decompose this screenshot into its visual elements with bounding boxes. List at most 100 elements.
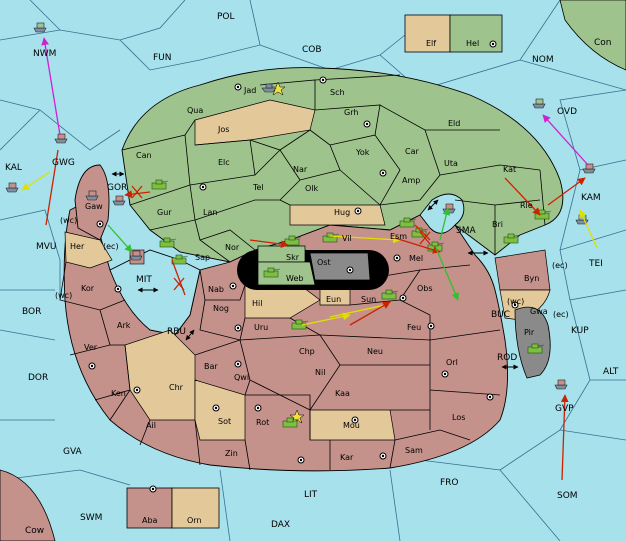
sea-label-wc2: (wc) bbox=[55, 291, 72, 300]
sea-label-con: Con bbox=[594, 38, 612, 48]
prov-label-ver: Ver bbox=[84, 343, 98, 352]
prov-label-bri: Bri bbox=[492, 220, 503, 229]
order-arrows bbox=[21, 37, 598, 481]
sea-label-mvu: MVU bbox=[36, 242, 57, 252]
prov-label-gur: Gur bbox=[157, 208, 172, 217]
prov-label-vil: Vil bbox=[342, 234, 352, 243]
prov-label-uta: Uta bbox=[444, 159, 458, 168]
mit-inner-sea bbox=[109, 249, 201, 336]
prov-label-nor: Nor bbox=[225, 243, 240, 252]
elf-box bbox=[404, 14, 451, 53]
sea-label-wc1: (wc) bbox=[60, 216, 77, 225]
prov-label-her: Her bbox=[70, 242, 85, 251]
prov-label-skr: Skr bbox=[286, 253, 300, 262]
prov-label-rot: Rot bbox=[256, 418, 269, 427]
legend-label-hel: Hel bbox=[466, 39, 479, 48]
prov-label-olk: Olk bbox=[305, 184, 319, 193]
prov-label-chp: Chp bbox=[299, 347, 315, 356]
sea-label-kam: KAM bbox=[581, 193, 601, 203]
prov-label-nog: Nog bbox=[213, 304, 229, 313]
sea-label-tei: TEI bbox=[588, 259, 603, 269]
sea-label-cob: COB bbox=[302, 45, 322, 55]
prov-label-nil: Nil bbox=[315, 368, 325, 377]
prov-label-los: Los bbox=[452, 413, 465, 422]
legend-label-orn: Orn bbox=[187, 516, 202, 525]
prov-label-car: Car bbox=[405, 147, 419, 156]
prov-label-hil: Hil bbox=[252, 299, 262, 308]
her-territory bbox=[64, 231, 113, 269]
prov-label-sap: Sap bbox=[195, 253, 210, 262]
sea-label-buc: BUC bbox=[491, 310, 510, 320]
legend-label-elf: Elf bbox=[426, 39, 436, 48]
sea-label-swm: SWM bbox=[80, 513, 102, 523]
sea-label-cow: Cow bbox=[25, 526, 44, 536]
sea-label-alt: ALT bbox=[603, 367, 619, 377]
sea-label-nwm: NWM bbox=[33, 49, 56, 59]
province-borders bbox=[59, 74, 546, 471]
prov-label-byn: Byn bbox=[524, 274, 539, 283]
connection-arrows bbox=[111, 171, 519, 370]
prov-label-neu: Neu bbox=[367, 347, 383, 356]
sea-label-lit: LIT bbox=[304, 490, 318, 500]
prov-label-sam: Sam bbox=[405, 446, 423, 455]
sea-label-gwg: GWG bbox=[52, 158, 75, 168]
prov-label-kaa: Kaa bbox=[335, 389, 350, 398]
sea-label-wc3: (wc) bbox=[507, 297, 524, 306]
province-labels: Jad Sch Qua Jos Grh Eld Can Elc Nar Yok … bbox=[70, 86, 548, 462]
prov-label-mel: Mel bbox=[409, 254, 423, 263]
prov-label-kor: Kor bbox=[81, 284, 95, 293]
sea-label-fro: FRO bbox=[440, 478, 459, 488]
sea-label-ec3: (ec) bbox=[552, 261, 568, 270]
sea-label-nom: NOM bbox=[532, 55, 554, 65]
prov-label-zin: Zin bbox=[225, 449, 238, 458]
sea-labels: POL FUN COB NOM NWM KAL GWG GOR MVU (wc)… bbox=[5, 12, 619, 536]
sea-label-fun: FUN bbox=[153, 53, 172, 63]
prov-label-tel: Tel bbox=[252, 183, 264, 192]
prov-label-esm: Esm bbox=[390, 232, 407, 241]
prov-label-eun: Eun bbox=[326, 295, 341, 304]
sea-label-mit: MIT bbox=[136, 275, 152, 285]
prov-label-rle: Rle bbox=[520, 201, 533, 210]
sea-label-sma: SMA bbox=[456, 226, 476, 236]
prov-label-chr: Chr bbox=[169, 383, 184, 392]
prov-label-qwi: Qwi bbox=[234, 373, 249, 382]
orn-box bbox=[171, 487, 220, 529]
sea-label-gor: GOR bbox=[107, 183, 127, 193]
prov-label-pir: Pir bbox=[524, 328, 535, 337]
prov-label-gaw: Gaw bbox=[85, 202, 103, 211]
prov-label-ken: Ken bbox=[111, 389, 126, 398]
fleet-units bbox=[5, 22, 596, 390]
prov-label-ark: Ark bbox=[117, 321, 131, 330]
sea-label-ec1: (ec) bbox=[103, 242, 119, 251]
prov-label-kar: Kar bbox=[340, 453, 354, 462]
supply-centers bbox=[88, 40, 519, 493]
prov-label-yok: Yok bbox=[355, 148, 370, 157]
prov-label-uru: Uru bbox=[254, 323, 268, 332]
prov-label-kat: Kat bbox=[503, 165, 516, 174]
sea-label-gvp: GVP bbox=[555, 404, 574, 414]
sea-label-dor: DOR bbox=[28, 373, 48, 383]
sot-territory bbox=[194, 379, 246, 441]
cut-markers bbox=[131, 185, 431, 291]
sea-label-dax: DAX bbox=[271, 520, 290, 530]
aba-box bbox=[126, 487, 173, 529]
prov-label-obs: Obs bbox=[417, 284, 433, 293]
sea-label-kup: KUP bbox=[571, 326, 589, 336]
sea-label-bor: BOR bbox=[22, 307, 41, 317]
prov-label-jos: Jos bbox=[217, 125, 229, 134]
sea-label-gva: GVA bbox=[63, 447, 83, 457]
legend-label-aba: Aba bbox=[142, 516, 158, 525]
prov-label-nab: Nab bbox=[208, 285, 224, 294]
prov-label-sot: Sot bbox=[218, 417, 231, 426]
prov-label-hug: Hug bbox=[334, 208, 350, 217]
prov-label-lan: Lan bbox=[203, 208, 217, 217]
prov-label-bar: Bar bbox=[204, 362, 218, 371]
prov-label-jad: Jad bbox=[243, 86, 256, 95]
prov-label-qua: Qua bbox=[187, 106, 203, 115]
prov-label-amp: Amp bbox=[402, 176, 420, 185]
sea-label-ec2: (ec) bbox=[553, 310, 569, 319]
prov-label-ail: Ail bbox=[146, 421, 156, 430]
